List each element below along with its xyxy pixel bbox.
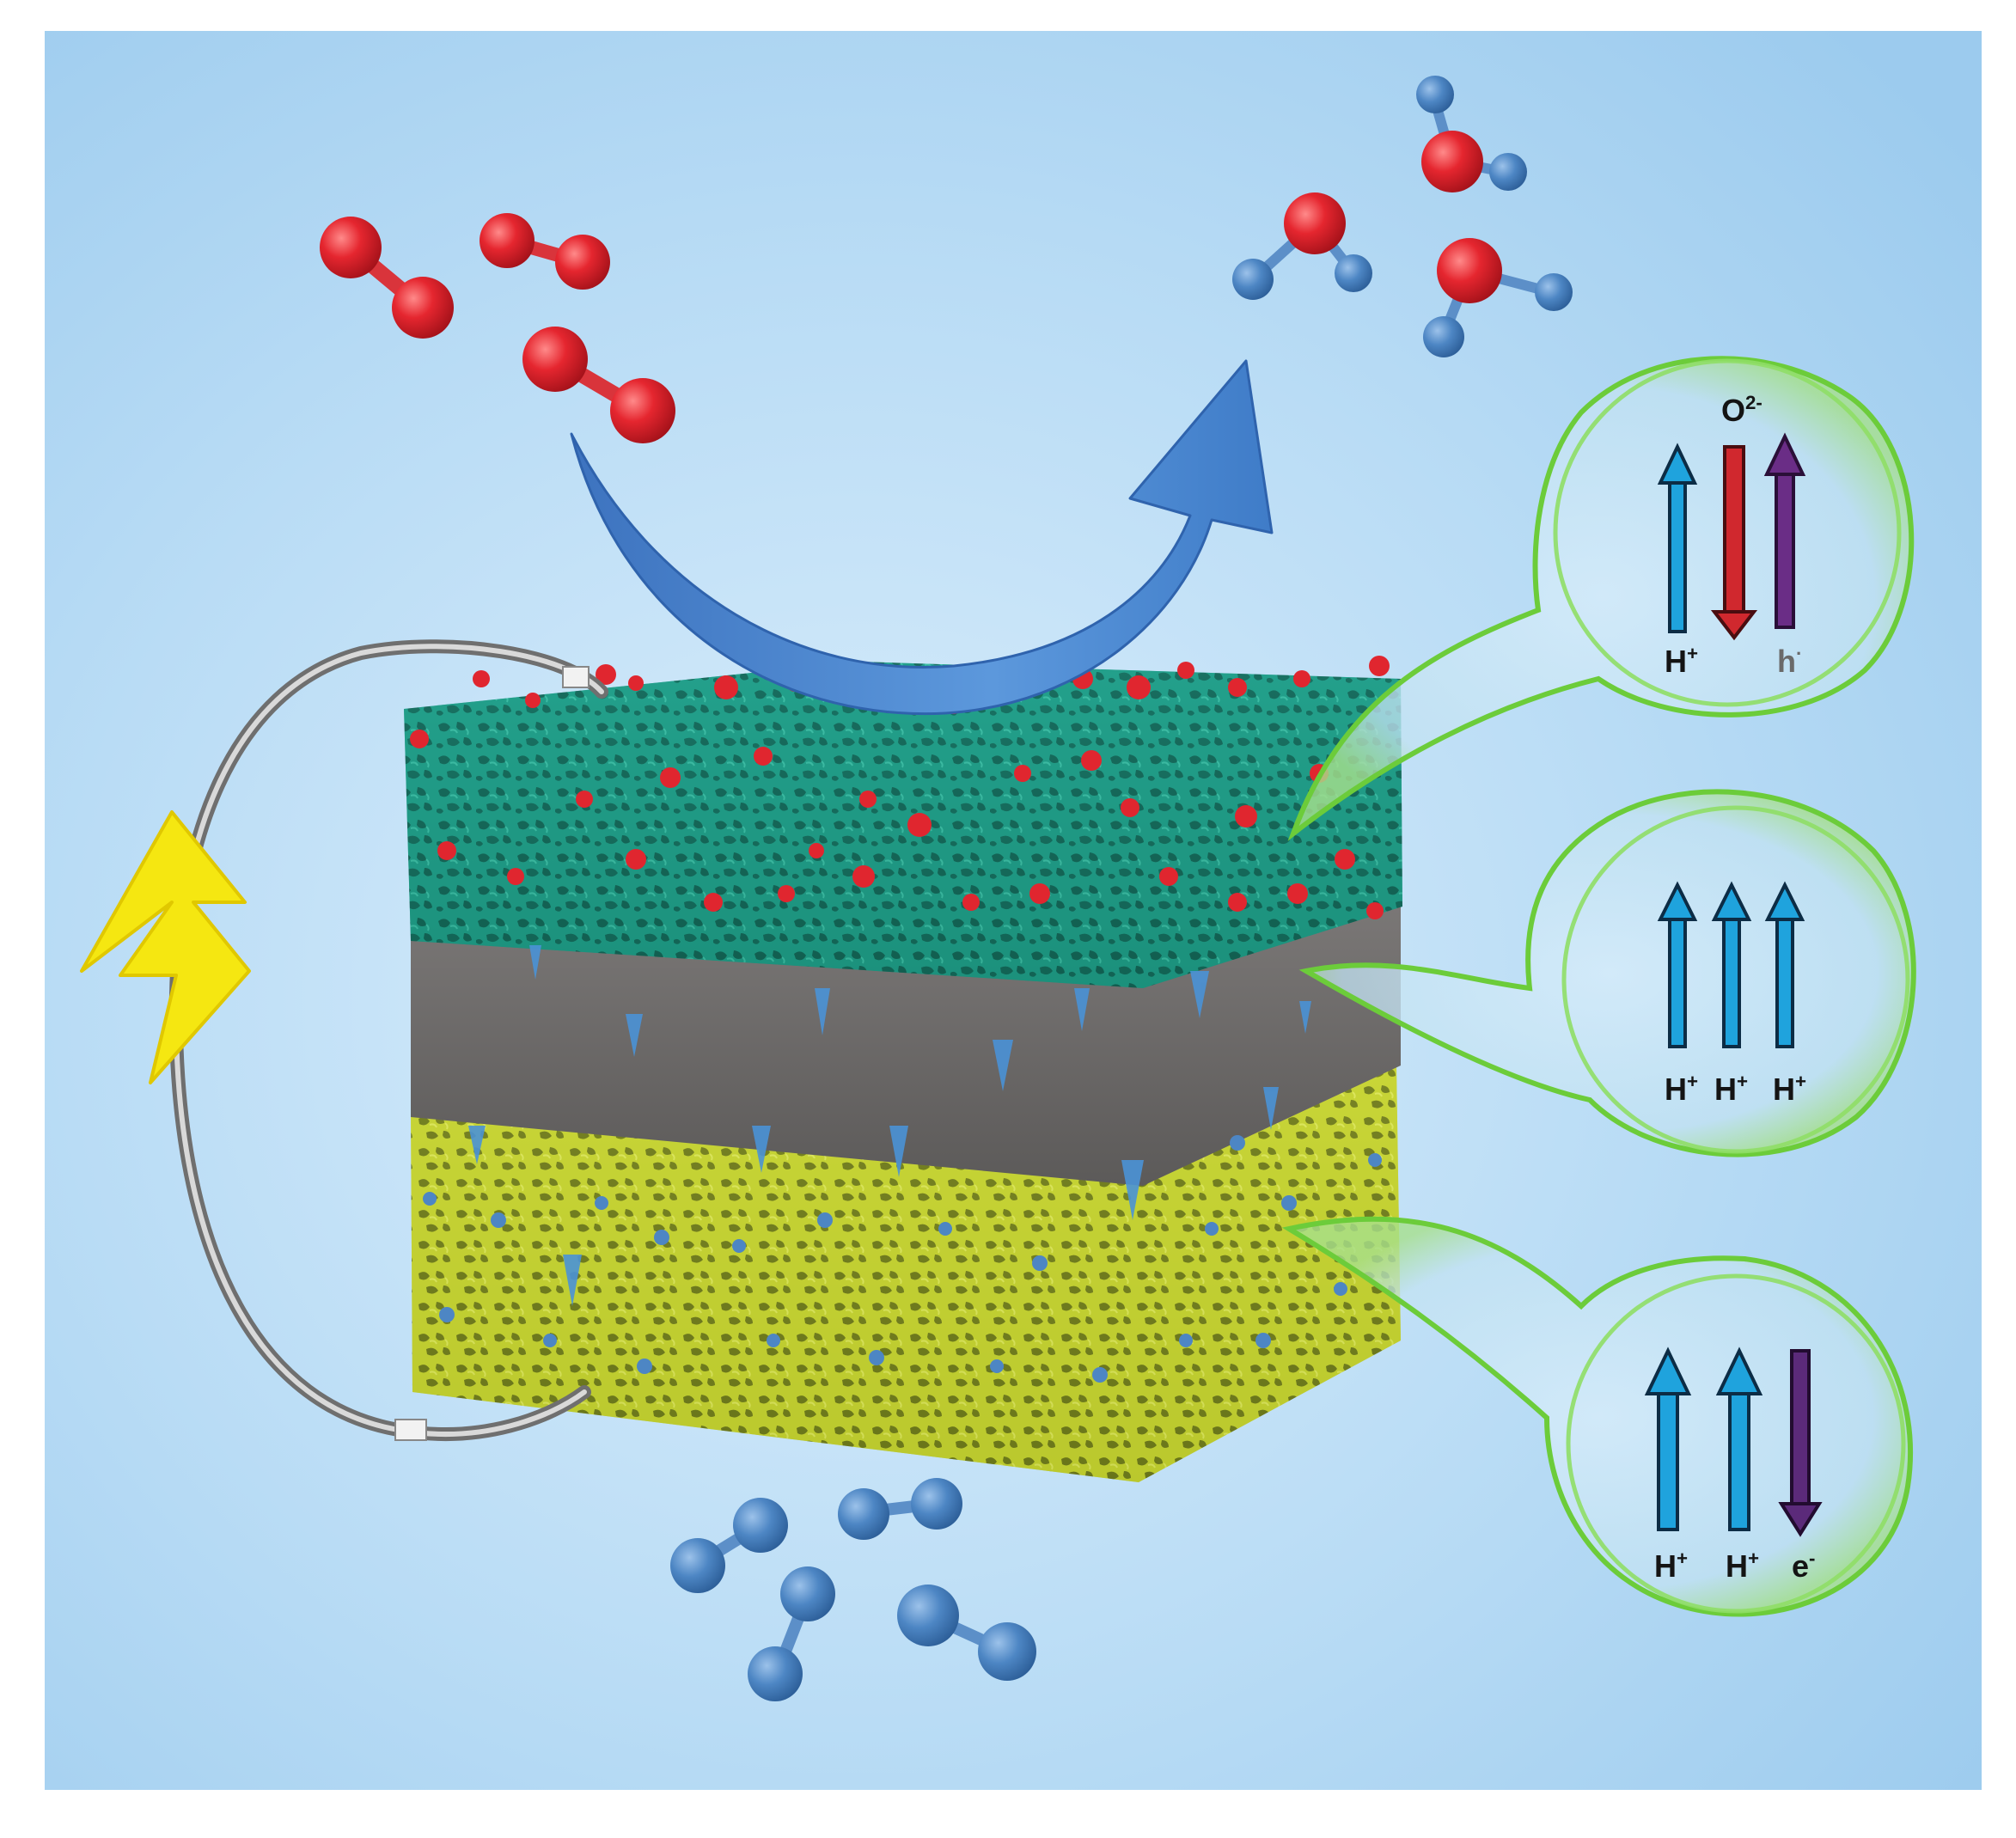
proton-arrow-up [1728,1390,1750,1531]
lightning-bolt-icon [80,810,251,1084]
layered-membrane-block [404,656,1402,1482]
water-molecules [1232,76,1573,357]
label-proton: H+ [1726,1548,1759,1584]
label-proton: H+ [1654,1548,1688,1584]
proton-drops [468,945,1311,1306]
proton-arrow-up [1775,916,1794,1048]
h2-molecule [897,1585,1036,1681]
h2o-molecule [1232,192,1372,300]
o2-molecule [480,213,610,290]
proton-arrow-up [1722,916,1741,1048]
hole-arrow-up [1775,471,1795,629]
electron-arrow-down [1790,1349,1811,1507]
h2-molecule [670,1498,788,1593]
h2o-molecule [1423,238,1573,357]
reaction-flow-arrow [570,359,1274,716]
label-proton: H+ [1665,1071,1698,1107]
proton-arrow-up [1668,916,1687,1048]
oxygen-molecules [320,213,675,443]
h2-molecule [748,1566,835,1701]
proton-arrow-up [1657,1390,1679,1531]
o2-molecule [320,217,454,339]
zoom-bubble-electrolyte: H+ H+ H+ [1298,789,1916,1157]
zoom-bubble-cathode: O2- H+ h· [1287,356,1915,841]
label-proton: H+ [1773,1071,1806,1107]
h2-molecule [838,1478,962,1540]
hydrogen-molecules [670,1478,1036,1701]
surface-oxygen-species [410,656,1390,919]
label-electron: e- [1792,1548,1815,1584]
label-proton: H+ [1714,1071,1748,1107]
h2o-molecule [1416,76,1527,192]
zoom-bubble-anode: H+ H+ e- [1281,1216,1914,1617]
label-proton: H+ [1665,643,1698,679]
oxide-arrow-down [1723,445,1745,616]
label-hole: h· [1777,643,1802,679]
external-circuit [80,639,608,1441]
proton-arrow-up [1668,479,1687,633]
label-oxide-ion: O2- [1721,392,1762,428]
o2-molecule [522,327,675,443]
surface-hydrogen-species [423,1135,1382,1383]
